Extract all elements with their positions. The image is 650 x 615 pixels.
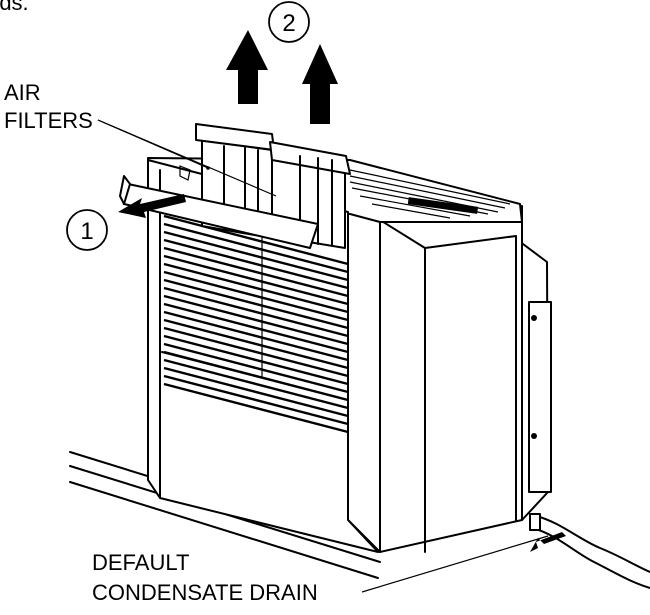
lift-arrow-left xyxy=(226,30,268,104)
step-2-number: 2 xyxy=(282,10,295,37)
top-text-fragment: rds. xyxy=(0,0,29,15)
grille-slat xyxy=(163,334,349,386)
grille-slat xyxy=(163,358,349,410)
grille-slat xyxy=(163,246,349,298)
grille-slat xyxy=(163,374,349,426)
grille-slat xyxy=(163,310,349,362)
front-grille xyxy=(163,214,349,434)
grille-slat xyxy=(163,302,349,354)
grille-slat xyxy=(163,366,349,418)
step-1-number: 1 xyxy=(80,218,93,245)
air-filters-label-line1: AIR xyxy=(4,80,41,105)
unit-side xyxy=(347,205,523,553)
grille-slat xyxy=(163,350,349,402)
condensate-drain-label-line2: CONDENSATE DRAIN xyxy=(92,580,318,605)
grille-slat xyxy=(163,342,349,394)
lift-arrow-right xyxy=(302,44,338,124)
grille-slat xyxy=(163,286,349,338)
grille-slat xyxy=(163,326,349,378)
pull-arrow-1 xyxy=(118,194,186,218)
condensate-drain-label: DEFAULT CONDENSATE DRAIN xyxy=(92,535,549,605)
grille-slat xyxy=(163,238,349,290)
condensate-drain-hose xyxy=(529,513,650,589)
grille-slat xyxy=(163,230,349,282)
step-2-callout: 2 xyxy=(268,1,310,43)
grille-slat xyxy=(163,318,349,370)
air-filters-label-line2: FILTERS xyxy=(4,108,93,133)
grille-slat xyxy=(163,382,349,434)
condensate-drain-label-line1: DEFAULT xyxy=(92,550,189,575)
grille-slat xyxy=(163,262,349,314)
grille-slat xyxy=(163,222,349,274)
grille-slat xyxy=(163,214,349,266)
grille-slat xyxy=(163,254,349,306)
grille-slat xyxy=(163,294,349,346)
air-filters-label: AIR FILTERS xyxy=(4,80,277,197)
step-1-callout: 1 xyxy=(66,209,108,251)
grille-slat xyxy=(163,278,349,330)
grille-slat xyxy=(163,270,349,322)
